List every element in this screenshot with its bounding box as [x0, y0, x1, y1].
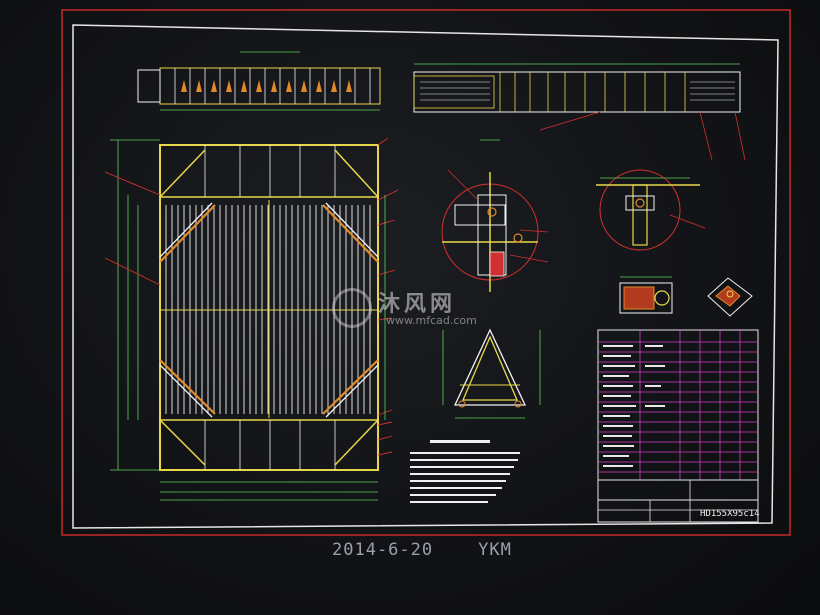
footer-caption: 2014-6-20 YKM [332, 540, 512, 560]
watermark-url: www.mfcad.com [386, 314, 477, 327]
detail-section-I [441, 139, 549, 292]
title-block [597, 329, 759, 523]
watermark: 沐风网 www.mfcad.com [330, 284, 500, 334]
drawing-number: HD155X95c14 [700, 509, 760, 519]
top-view-strip-right [413, 63, 746, 161]
detail-section-II [596, 169, 706, 251]
technical-notes [410, 440, 520, 503]
inner-frame [72, 24, 779, 529]
detail-section-A-A [619, 276, 673, 314]
detail-section-C-C [442, 328, 541, 419]
main-plan-view [104, 137, 399, 501]
watermark-logo-icon [332, 288, 372, 328]
watermark-brand: 沐风网 [378, 292, 457, 317]
detail-section-B-B [707, 277, 753, 317]
footer-initials: YKM [478, 540, 512, 560]
outer-border [61, 9, 791, 536]
top-view-strip-left [137, 51, 381, 111]
footer-date: 2014-6-20 [332, 540, 434, 560]
